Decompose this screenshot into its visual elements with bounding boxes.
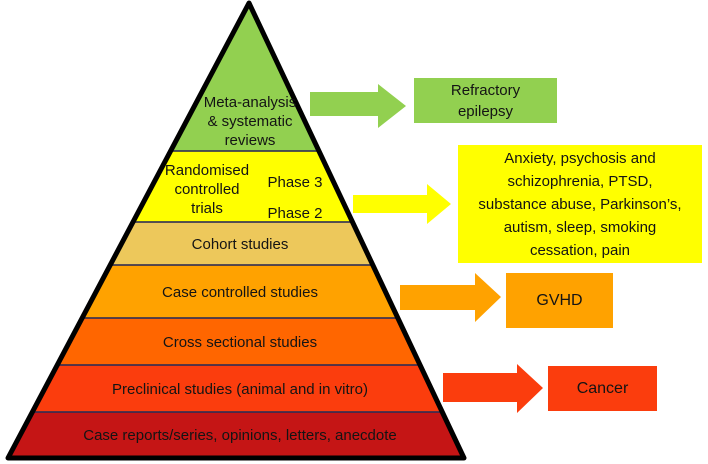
band-case-reports	[8, 412, 464, 458]
label-case-controlled: Case controlled studies	[162, 284, 318, 301]
arrow-cancer-icon	[443, 364, 543, 413]
label-meta-analysis: Meta-analysis & systematic reviews	[203, 94, 297, 149]
label-rct: Randomised controlled trials	[164, 162, 250, 217]
callout-cancer: Cancer	[548, 366, 657, 411]
arrow-rct-indications-icon	[353, 184, 451, 224]
callout-gvhd: GVHD	[506, 273, 613, 328]
band-divider	[8, 411, 464, 413]
band-divider	[8, 221, 464, 223]
band-divider	[8, 364, 464, 366]
arrow-refractory-epilepsy-icon	[310, 84, 406, 128]
pyramid-outline	[5, 0, 467, 461]
band-divider	[8, 317, 464, 319]
band-divider	[8, 150, 464, 152]
label-preclinical: Preclinical studies (animal and in vitro…	[112, 381, 368, 398]
band-divider	[8, 264, 464, 266]
band-preclinical	[8, 365, 464, 412]
callout-rct-indications: Anxiety, psychosis and schizophrenia, PT…	[458, 145, 702, 263]
label-cross-sectional: Cross sectional studies	[162, 334, 318, 351]
arrow-gvhd-icon	[400, 273, 501, 322]
label-rct-phases: Phase 3 Phase 2	[267, 174, 323, 222]
label-case-reports: Case reports/series, opinions, letters, …	[83, 427, 397, 444]
label-cohort: Cohort studies	[191, 236, 289, 253]
callout-refractory-epilepsy: Refractory epilepsy	[414, 78, 557, 123]
band-cross-sectional	[8, 318, 464, 365]
